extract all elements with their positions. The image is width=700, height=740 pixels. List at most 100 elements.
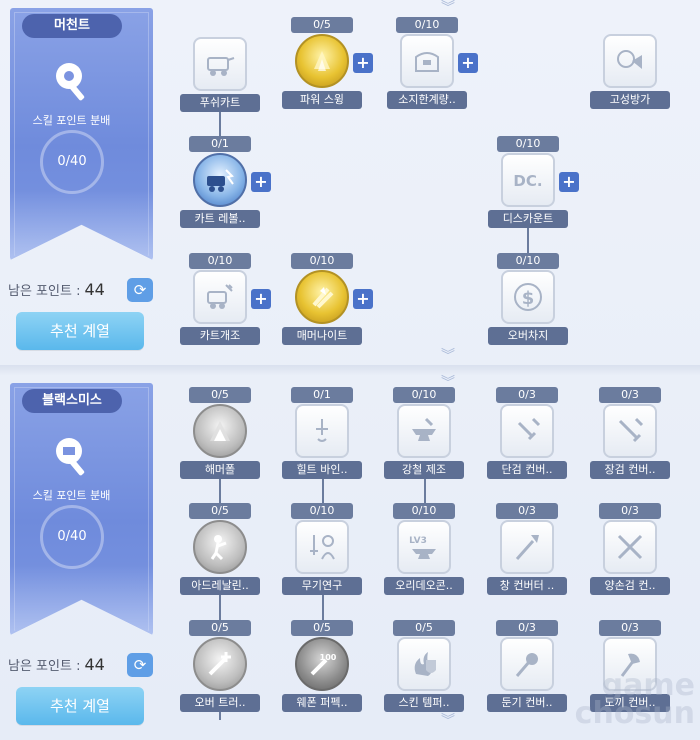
remaining-points-label: 남은 포인트 :	[8, 659, 81, 674]
svg-text:LV3: LV3	[409, 536, 427, 546]
skill-node[interactable]: 0/10 강철 제조	[384, 387, 464, 487]
add-point-button[interactable]: +	[353, 289, 373, 309]
blacksmith-skill-panel: 블랙스미스 스킬 포인트 분배 0/40 남은 포인트 :44 ⟳ 추천 계열 …	[0, 375, 700, 740]
class-name-tag: 블랙스미스	[22, 389, 122, 413]
skill-level: 0/5	[189, 620, 251, 636]
skill-name: 웨폰 퍼펙..	[282, 694, 362, 712]
skill-level: 0/3	[496, 620, 558, 636]
skill-connector	[424, 467, 426, 503]
skill-name: 소지한계량..	[387, 91, 467, 109]
skill-node[interactable]: 0/10 LV3 오리데오콘..	[384, 503, 464, 603]
skill-level: 0/3	[599, 503, 661, 519]
skill-name: 해머폴	[180, 461, 260, 479]
skill-node[interactable]: 0/3 도끼 컨버..	[590, 620, 670, 720]
scroll-up-chevron-icon[interactable]: ︾	[441, 0, 455, 16]
scroll-up-chevron-icon[interactable]: ︾	[441, 375, 455, 391]
shout-icon	[603, 34, 657, 88]
skill-node[interactable]: 0/5 100 웨폰 퍼펙..	[282, 620, 362, 720]
oridecon-icon: LV3	[397, 520, 451, 574]
add-point-button[interactable]: +	[251, 289, 271, 309]
cart-revolution-icon	[193, 153, 247, 207]
skill-connector	[219, 467, 221, 503]
add-point-button[interactable]: +	[251, 172, 271, 192]
skill-name: 아드레날린..	[180, 577, 260, 595]
skill-node[interactable]: 0/3 단검 컨버..	[487, 387, 567, 487]
skill-node[interactable]: 0/1 힐트 바인..	[282, 387, 362, 487]
scroll-down-chevron-icon[interactable]: ︾	[441, 713, 455, 729]
add-point-button[interactable]: +	[559, 172, 579, 192]
skill-name: 파워 스윙	[282, 91, 362, 109]
two-hand-sword-icon	[603, 520, 657, 574]
skill-node[interactable]: 0/10 $ 오버차지	[488, 253, 568, 353]
skill-node[interactable]: 고성방가	[590, 17, 670, 117]
skill-name: 고성방가	[590, 91, 670, 109]
skill-node[interactable]: 0/5 오버 트러..	[180, 620, 260, 720]
skill-name: 무기연구	[282, 577, 362, 595]
anvil-icon	[397, 404, 451, 458]
reset-button[interactable]: ⟳	[127, 653, 153, 677]
skill-name: 푸쉬카트	[180, 94, 260, 112]
skill-node[interactable]: 0/5 스킨 템퍼..	[384, 620, 464, 720]
discount-icon: DC.	[501, 153, 555, 207]
adrenaline-icon	[193, 520, 247, 574]
skill-name: 카트개조	[180, 327, 260, 345]
sword-icon	[603, 404, 657, 458]
skill-node[interactable]: 0/3 양손검 컨..	[590, 503, 670, 603]
skill-name: 단검 컨버..	[487, 461, 567, 479]
recommend-line-button[interactable]: 추천 계열	[16, 312, 144, 350]
skill-level: 0/10	[291, 253, 353, 269]
skill-connector	[527, 225, 529, 253]
skill-node[interactable]: 0/10 무기연구	[282, 503, 362, 603]
skill-node[interactable]: 0/10 + 소지한계량..	[387, 17, 478, 117]
skill-node[interactable]: 0/10 DC. + 디스카운트	[488, 136, 579, 236]
skill-name: 둔기 컨버..	[487, 694, 567, 712]
skill-level: 0/10	[497, 253, 559, 269]
skill-name: 창 컨버터 ..	[487, 577, 567, 595]
section-divider	[0, 365, 700, 375]
skill-level: 0/10	[291, 503, 353, 519]
skill-connector	[322, 583, 324, 621]
skill-level: 0/1	[189, 136, 251, 152]
scroll-down-chevron-icon[interactable]: ︾	[441, 348, 455, 364]
skill-node[interactable]: 0/1 + 카트 레볼..	[180, 136, 271, 236]
skill-level: 0/10	[497, 136, 559, 152]
skin-temper-icon	[397, 637, 451, 691]
skill-name: 오리데오콘..	[384, 577, 464, 595]
add-point-button[interactable]: +	[353, 53, 373, 73]
skill-level: 0/10	[393, 503, 455, 519]
skill-node[interactable]: 0/3 장검 컨버..	[590, 387, 670, 487]
axe-class-icon	[56, 63, 85, 101]
skill-connector	[219, 583, 221, 621]
skill-node[interactable]: 0/10 + 카트개조	[180, 253, 271, 353]
skill-level: 0/10	[393, 387, 455, 403]
skill-node[interactable]: 0/5 + 파워 스윙	[282, 17, 373, 117]
class-name-tag: 머천트	[22, 14, 122, 38]
skill-points-counter: 0/40	[40, 130, 104, 194]
reset-button[interactable]: ⟳	[127, 278, 153, 302]
skill-node[interactable]: 0/5 아드레날린..	[180, 503, 260, 603]
skill-connector	[322, 467, 324, 503]
svg-text:DC.: DC.	[513, 172, 542, 190]
skill-name: 매머나이트	[282, 327, 362, 345]
skill-name: 양손검 컨..	[590, 577, 670, 595]
skill-node[interactable]: 푸쉬카트	[180, 20, 260, 120]
skill-node[interactable]: 0/3 창 컨버터 ..	[487, 503, 567, 603]
remaining-points-label: 남은 포인트 :	[8, 284, 81, 299]
skill-name: 장검 컨버..	[590, 461, 670, 479]
skill-level: 0/5	[189, 503, 251, 519]
bag-icon	[400, 34, 454, 88]
power-swing-icon	[295, 34, 349, 88]
skill-name: 강철 제조	[384, 461, 464, 479]
add-point-button[interactable]: +	[458, 53, 478, 73]
hilt-bind-icon	[295, 404, 349, 458]
skill-node[interactable]: 0/3 둔기 컨버..	[487, 620, 567, 720]
recommend-line-button[interactable]: 추천 계열	[16, 687, 144, 725]
skill-node[interactable]: 0/5 해머폴	[180, 387, 260, 487]
over-thrust-icon	[193, 637, 247, 691]
skill-name: 오버차지	[488, 327, 568, 345]
mammonite-icon	[295, 270, 349, 324]
skill-points-counter: 0/40	[40, 505, 104, 569]
skill-level: 0/5	[189, 387, 251, 403]
skill-node[interactable]: 0/10 + 매머나이트	[282, 253, 373, 353]
hammer-class-icon	[56, 438, 85, 476]
